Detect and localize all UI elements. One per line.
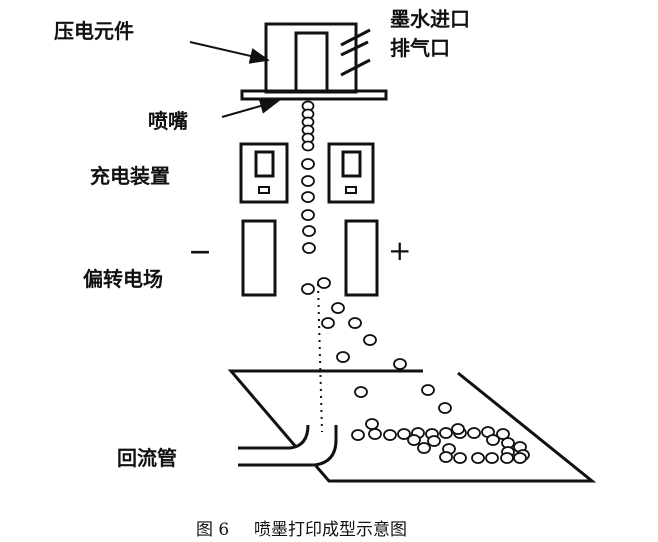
ink-droplet — [365, 418, 379, 430]
ink-droplet — [453, 452, 467, 464]
ink-droplet — [317, 277, 331, 289]
ink-droplet — [301, 191, 315, 203]
ink-droplet — [439, 427, 453, 439]
label-plus: + — [388, 234, 411, 267]
ink-droplet — [397, 428, 411, 440]
ink-droplet — [302, 225, 316, 237]
ink-droplet — [393, 358, 407, 370]
piezo-arrow — [189, 41, 270, 64]
label-ink-inlet: 墨水进口 — [390, 7, 470, 31]
ink-droplet — [383, 429, 397, 441]
charging-electrode-right — [327, 142, 375, 204]
label-deflection: 偏转电场 — [83, 267, 163, 291]
ink-droplet — [513, 452, 527, 464]
piezo-element — [264, 22, 371, 94]
ink-droplet — [302, 242, 316, 254]
ink-droplet — [363, 334, 377, 346]
ink-droplet — [354, 386, 368, 398]
caption-number: 图 6 — [196, 520, 229, 540]
ink-droplet — [438, 402, 452, 414]
caption-title: 喷墨打印成型示意图 — [254, 520, 407, 540]
return-pipe — [238, 424, 338, 467]
label-return-pipe: 回流管 — [117, 446, 177, 470]
label-nozzle: 喷嘴 — [148, 109, 188, 133]
ink-droplet — [427, 435, 441, 447]
label-air-outlet: 排气口 — [390, 36, 450, 60]
label-minus: — — [190, 239, 210, 263]
ink-droplet — [351, 429, 365, 441]
nozzle-plate — [240, 89, 388, 101]
label-charging: 充电装置 — [90, 164, 170, 188]
ink-droplet — [348, 317, 362, 329]
deflection-plate-negative — [241, 219, 277, 297]
ink-droplet — [407, 434, 421, 446]
ink-droplet — [301, 158, 315, 170]
ink-droplet — [321, 317, 335, 329]
ink-droplet — [336, 351, 350, 363]
ink-droplet — [301, 140, 315, 152]
ink-droplet — [368, 428, 382, 440]
ink-droplet — [451, 423, 465, 435]
ink-droplet — [421, 384, 435, 396]
ink-droplet — [331, 302, 345, 314]
ink-droplet — [301, 175, 315, 187]
ink-droplet — [439, 451, 453, 463]
ink-droplet — [467, 427, 481, 439]
undeflected-path — [317, 283, 323, 433]
substrate-tray — [227, 369, 597, 483]
deflection-plate-positive — [344, 219, 379, 297]
label-piezo: 压电元件 — [54, 19, 134, 43]
ink-droplet — [301, 283, 315, 295]
ink-droplets — [301, 100, 530, 464]
ink-droplet — [417, 442, 431, 454]
ink-droplet — [500, 452, 514, 464]
ink-droplet — [471, 452, 485, 464]
ink-droplet — [485, 452, 499, 464]
nozzle-arrow — [221, 98, 280, 118]
charging-electrode-left — [239, 142, 289, 204]
ink-droplet — [301, 209, 315, 221]
ink-droplet — [486, 434, 500, 446]
